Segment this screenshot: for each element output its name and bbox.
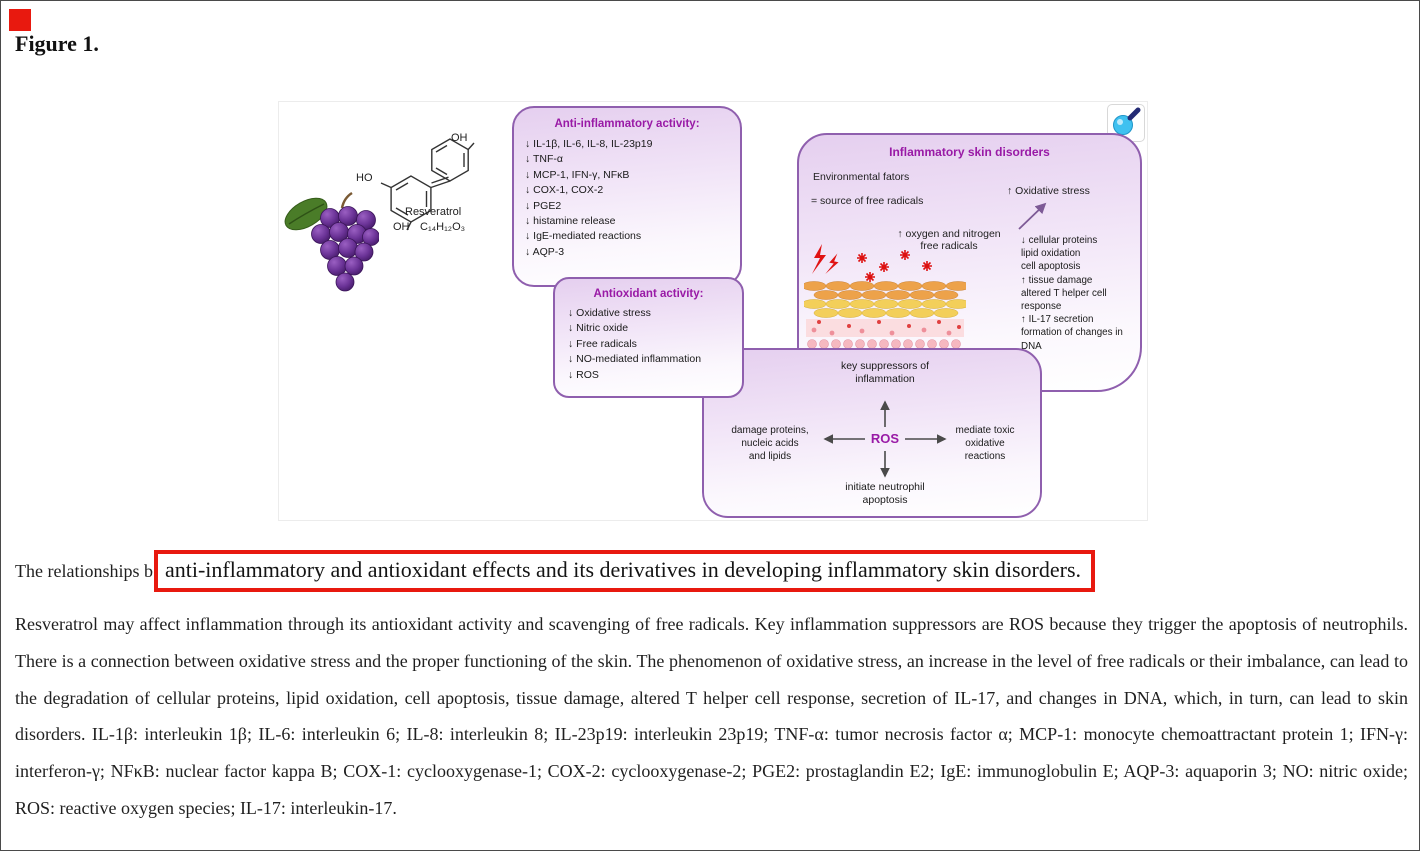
ros-top-label: key suppressors of inflammation [840, 360, 930, 385]
annotation-marker [9, 9, 31, 31]
ros-center-label: ROS [870, 431, 900, 446]
anti-inflammatory-title: Anti-inflammatory activity: [554, 118, 700, 130]
magnifier-icon [1113, 107, 1141, 135]
activity-item: ↓ IL-1β, IL-6, IL-8, IL-23p19 [525, 138, 653, 150]
resveratrol-structure [380, 138, 475, 231]
grape-illustration [284, 191, 379, 292]
activity-item: ↓ COX-1, COX-2 [525, 184, 604, 197]
highlighted-text: anti-inflammatory and antioxidant effect… [153, 550, 1096, 592]
free-radical-source-label: = source of free radicals [811, 195, 924, 207]
skin-disorders-title: Inflammatory skin disorders [889, 145, 1050, 159]
activity-item: ↓ TNF-α [525, 153, 563, 166]
skin-layers-illustration [804, 244, 966, 349]
resveratrol-formula: C₁₄H₁₂O₃ [420, 221, 466, 233]
ros-right-label: mediate toxic oxidative reactions [955, 425, 1015, 462]
activity-item: ↓ AQP-3 [525, 245, 565, 258]
activity-item: ↓ MCP-1, IFN-γ, NFκB [525, 168, 630, 181]
ros-bottom-label: initiate neutrophil apoptosis [845, 481, 925, 506]
figure-caption: The relationships b anti-inflammatory an… [15, 549, 1408, 827]
ros-left-label: damage proteins, nucleic acids and lipid… [731, 425, 809, 462]
antioxidant-box: Antioxidant activity: ↓ Oxidative stress… [553, 277, 744, 398]
activity-item: ↓ Nitric oxide [568, 322, 629, 335]
ho-label: HO [356, 172, 373, 184]
caption-prefix: The relationships b [15, 560, 153, 581]
skin-effects-list: ↓ cellular proteins lipid oxidation cell… [1021, 235, 1123, 352]
antioxidant-title: Antioxidant activity: [593, 288, 704, 300]
oxygen-nitrogen-label: ↑ oxygen and nitrogen free radicals [897, 228, 1001, 252]
activity-item: ↓ Free radicals [568, 337, 637, 350]
activity-item: ↓ histamine release [525, 215, 616, 228]
oh-bottom-label: OH [393, 221, 410, 233]
ros-box: key suppressors of inflammation damage p… [702, 348, 1042, 518]
activity-item: ↓ NO-mediated inflammation [568, 353, 702, 366]
figure-image: HO OH OH Resveratrol C₁₄H₁₂O₃ Anti-infla… [278, 101, 1148, 521]
oh-top-label: OH [451, 132, 468, 144]
diagonal-arrow-icon [1018, 202, 1047, 230]
activity-item: ↓ PGE2 [525, 199, 562, 212]
caption-body: Resveratrol may affect inflammation thro… [15, 614, 1408, 818]
anti-inflammatory-box: Anti-inflammatory activity: ↓ IL-1β, IL-… [512, 106, 742, 287]
figure-title: Figure 1. [15, 31, 99, 56]
activity-item: ↓ ROS [568, 368, 599, 381]
ros-cross-arrows-icon [823, 400, 947, 478]
activity-item: ↓ IgE-mediated reactions [525, 230, 642, 243]
activity-item: ↓ Oxidative stress [568, 307, 651, 319]
environmental-label: Environmental fators [813, 171, 910, 183]
oxidative-stress-label: ↑ Oxidative stress [1007, 185, 1090, 197]
resveratrol-name: Resveratrol [405, 206, 462, 218]
